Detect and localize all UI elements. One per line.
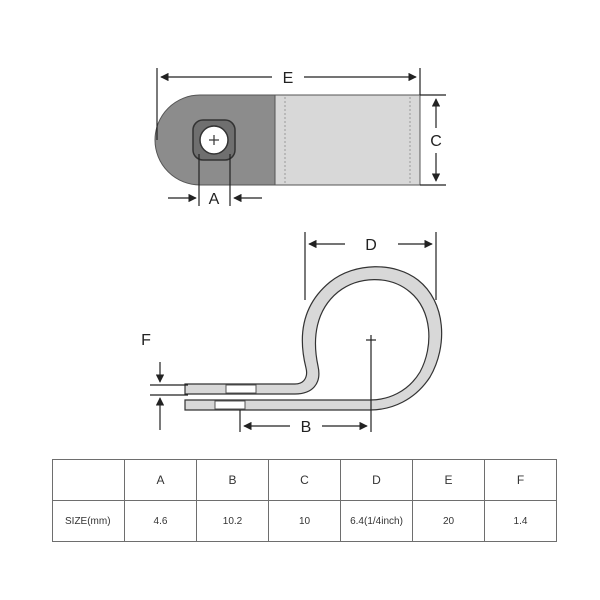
clamp-band <box>274 94 421 186</box>
dimension-a-label: A <box>209 191 220 208</box>
cable-clamp-diagram: E C A D B F <box>141 68 446 436</box>
dimension-e-label: E <box>283 70 294 87</box>
table-header-b: B <box>196 459 269 501</box>
dimension-f-label: F <box>141 332 151 349</box>
table-corner-cell <box>52 459 125 501</box>
table-header-f: F <box>484 459 557 501</box>
dimension-d-label: D <box>365 237 377 254</box>
size-spec-table: A B C D E F SIZE(mm) 4.6 10.2 10 6.4(1/4… <box>52 459 557 542</box>
table-header-a: A <box>124 459 197 501</box>
table-value-a: 4.6 <box>124 500 197 542</box>
top-view: E C A <box>154 68 446 208</box>
table-value-b: 10.2 <box>196 500 269 542</box>
table-header-c: C <box>268 459 341 501</box>
table-row-label: SIZE(mm) <box>52 500 125 542</box>
table-row: SIZE(mm) 4.6 10.2 10 6.4(1/4inch) 20 1.4 <box>52 500 557 542</box>
side-slot-bottom <box>214 400 246 410</box>
dimension-c-label: C <box>430 133 442 150</box>
table-value-f: 1.4 <box>484 500 557 542</box>
table-value-c: 10 <box>268 500 341 542</box>
side-view: D B F <box>141 232 443 436</box>
table-header-d: D <box>340 459 413 501</box>
table-header-row: A B C D E F <box>52 459 557 501</box>
table-value-e: 20 <box>412 500 485 542</box>
table-header-e: E <box>412 459 485 501</box>
side-slot-top <box>225 384 257 394</box>
clamp-side-profile <box>184 266 443 411</box>
table-value-d: 6.4(1/4inch) <box>340 500 413 542</box>
dimension-b-label: B <box>301 419 312 436</box>
